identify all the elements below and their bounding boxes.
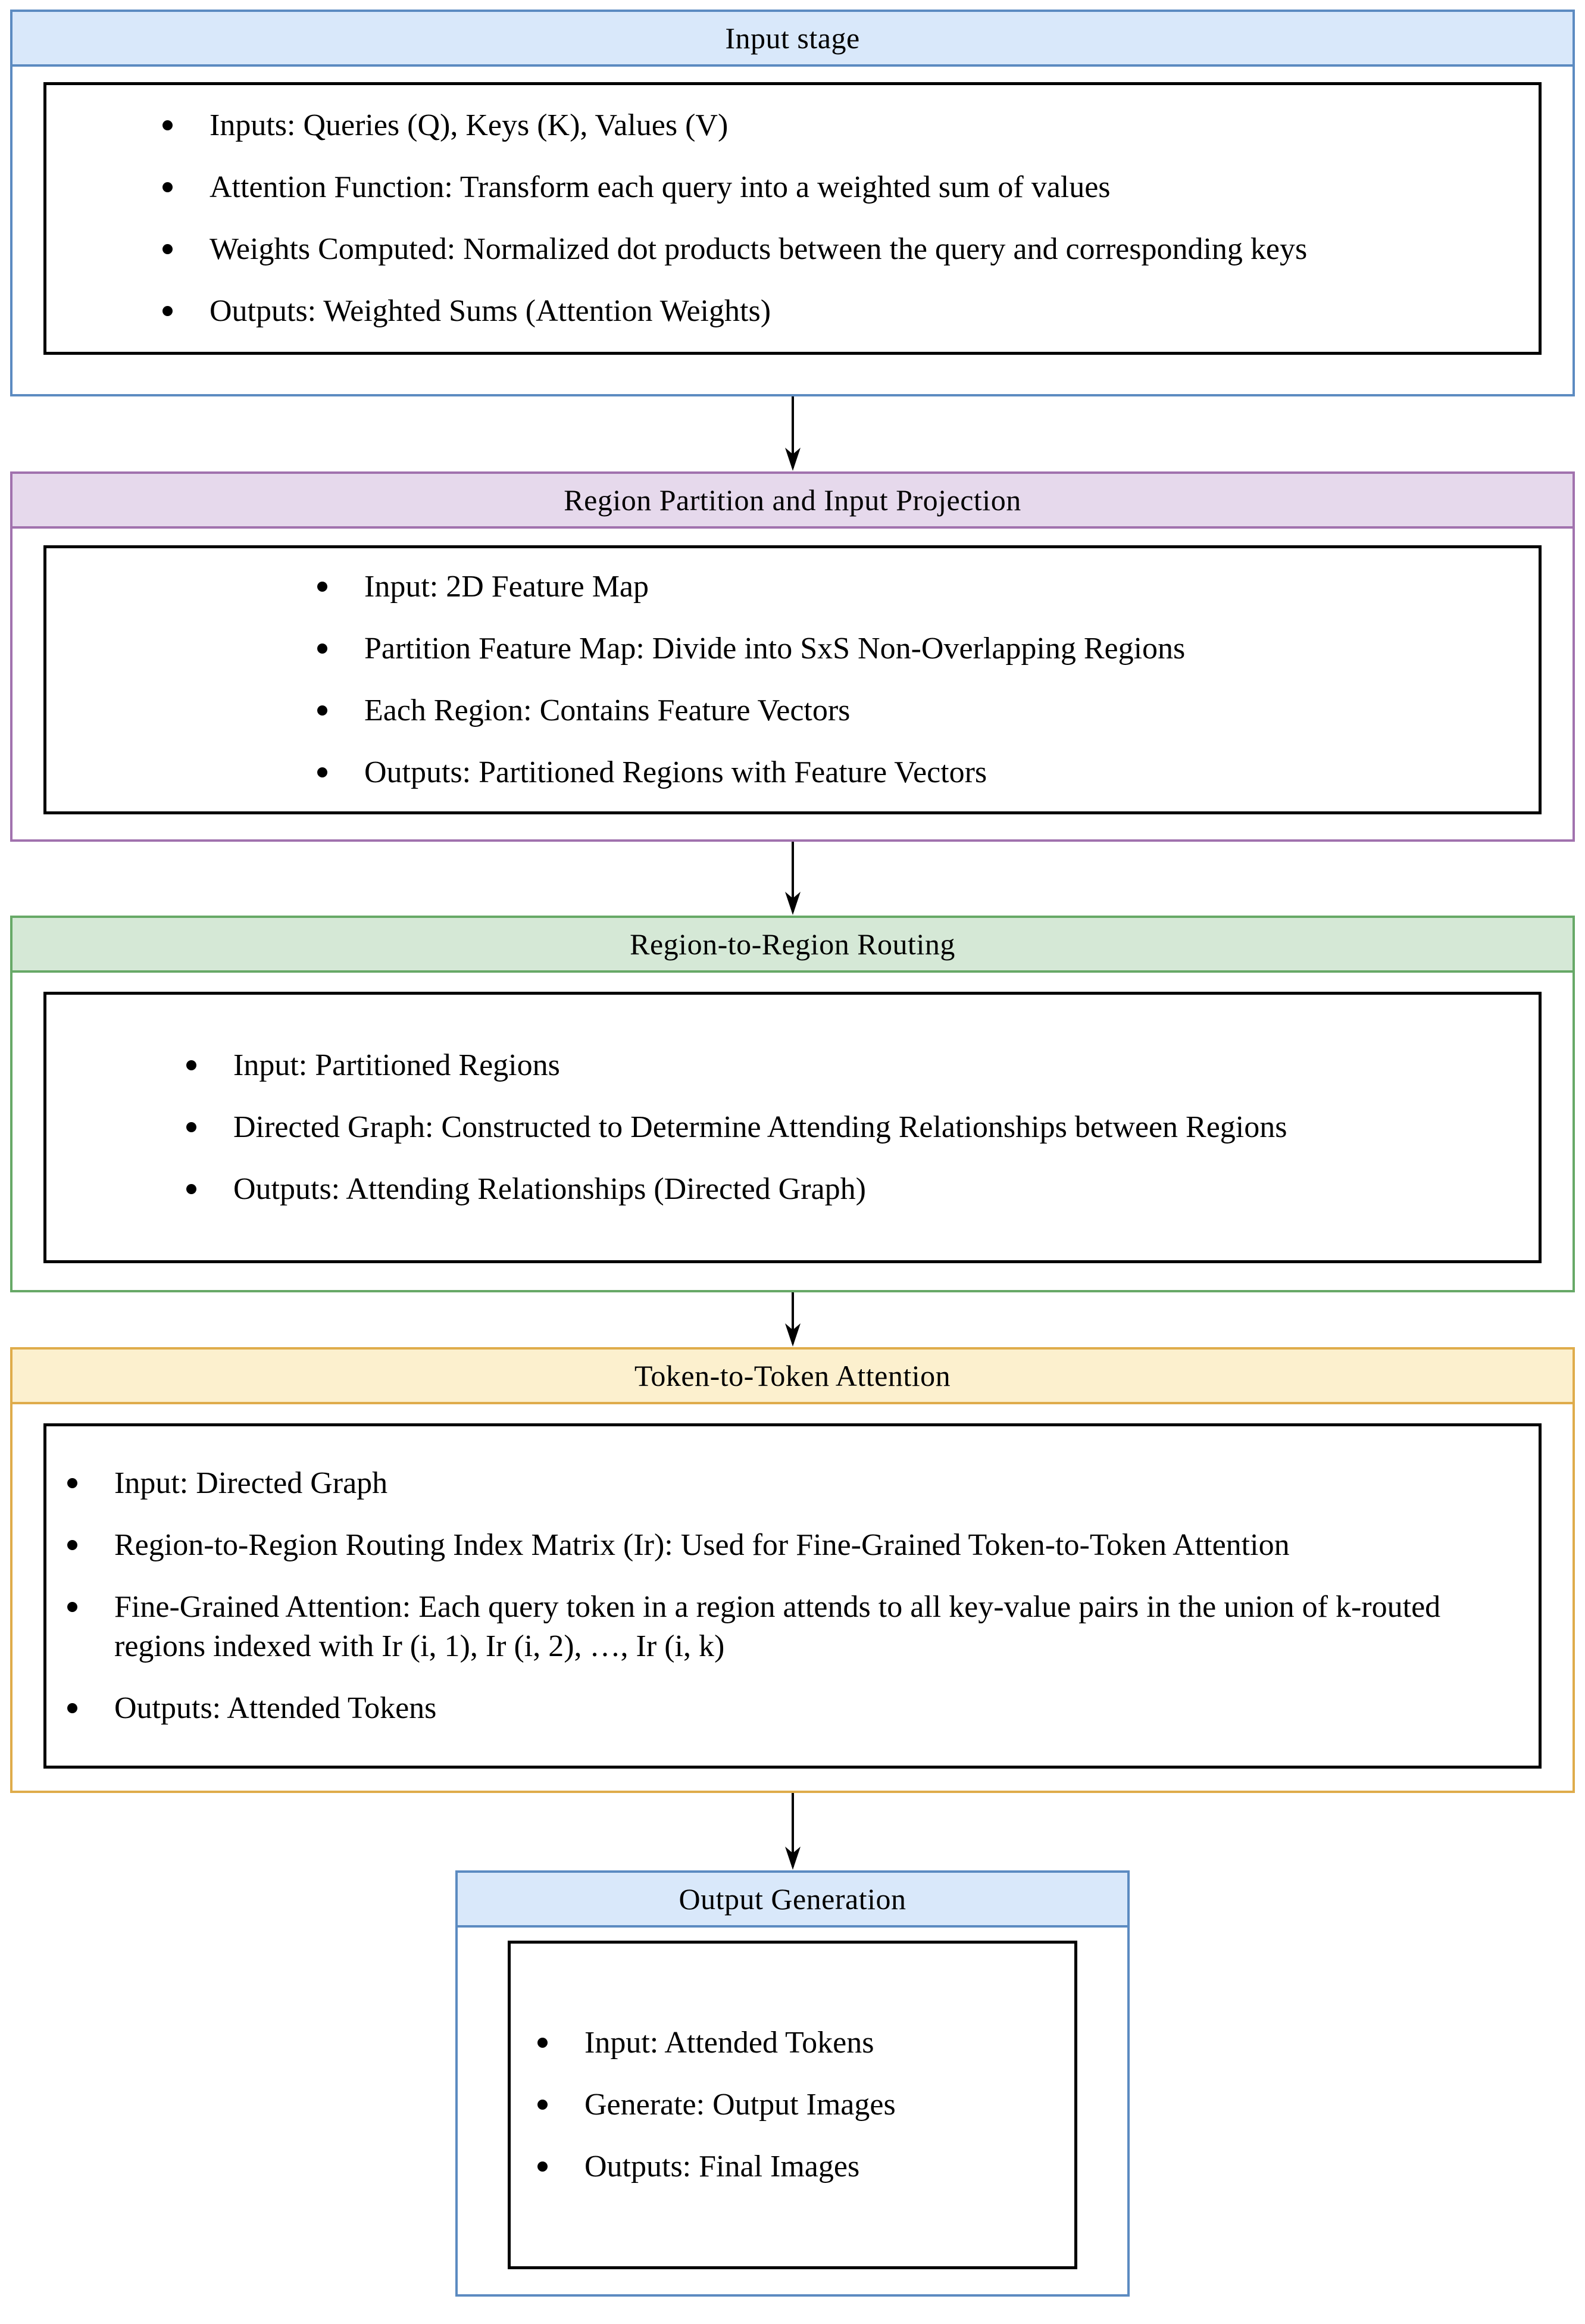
bullet-text: Directed Graph: Constructed to Determine… — [233, 1110, 1287, 1144]
stage-inner-box: Input: Directed Graph Region-to-Region R… — [43, 1423, 1542, 1769]
bullet-text: Inputs: Queries (Q), Keys (K), Values (V… — [210, 108, 729, 142]
bullet-text: Input: Partitioned Regions — [233, 1048, 560, 1082]
bullet-item: Partition Feature Map: Divide into SxS N… — [317, 629, 1503, 669]
bullet-dot-icon — [67, 1540, 77, 1550]
bullet-text: Region-to-Region Routing Index Matrix (I… — [114, 1528, 1290, 1562]
bullet-item: Directed Graph: Constructed to Determine… — [186, 1108, 1503, 1147]
bullet-item: Outputs: Attending Relationships (Direct… — [186, 1170, 1503, 1209]
bullet-item: Generate: Output Images — [537, 2085, 1056, 2125]
bullet-text: Outputs: Attended Tokens — [114, 1691, 437, 1725]
stage-header: Token-to-Token Attention — [12, 1350, 1573, 1404]
stage-inner-box: Input: 2D Feature Map Partition Feature … — [43, 545, 1542, 814]
stage-region-routing: Region-to-Region Routing Input: Partitio… — [10, 916, 1575, 1292]
bullet-item: Input: Partitioned Regions — [186, 1046, 1503, 1085]
bullet-text: Outputs: Weighted Sums (Attention Weight… — [210, 294, 771, 328]
bullet-item: Outputs: Attended Tokens — [67, 1689, 1506, 1728]
arrow-down-icon — [784, 842, 801, 915]
bullet-dot-icon — [537, 2161, 548, 2172]
flow-arrow — [0, 396, 1585, 471]
stage-title: Region Partition and Input Projection — [564, 483, 1021, 517]
stage-header: Region Partition and Input Projection — [12, 474, 1573, 529]
bullet-text: Input: 2D Feature Map — [364, 570, 649, 604]
bullet-item: Input: 2D Feature Map — [317, 567, 1503, 607]
bullet-dot-icon — [317, 705, 327, 716]
bullet-item: Each Region: Contains Feature Vectors — [317, 691, 1503, 730]
bullet-text: Input: Directed Graph — [114, 1466, 388, 1500]
bullet-text: Outputs: Attending Relationships (Direct… — [233, 1172, 866, 1206]
bullet-item: Outputs: Weighted Sums (Attention Weight… — [162, 292, 1503, 331]
stage-inner-box: Input: Attended Tokens Generate: Output … — [508, 1941, 1077, 2269]
bullet-dot-icon — [317, 767, 327, 777]
bullet-dot-icon — [162, 120, 173, 130]
bullet-list: Inputs: Queries (Q), Keys (K), Values (V… — [46, 106, 1539, 331]
bullet-dot-icon — [67, 1478, 77, 1488]
bullet-text: Weights Computed: Normalized dot product… — [210, 232, 1308, 266]
bullet-item: Fine-Grained Attention: Each query token… — [67, 1588, 1506, 1666]
bullet-dot-icon — [162, 182, 173, 192]
bullet-list: Input: Directed Graph Region-to-Region R… — [46, 1464, 1539, 1728]
stage-inner-box: Inputs: Queries (Q), Keys (K), Values (V… — [43, 82, 1542, 355]
bullet-text: Outputs: Final Images — [584, 2150, 860, 2184]
arrow-down-icon — [784, 1793, 801, 1870]
bullet-text: Outputs: Partitioned Regions with Featur… — [364, 755, 987, 789]
stage-title: Token-to-Token Attention — [634, 1359, 951, 1392]
bullet-item: Region-to-Region Routing Index Matrix (I… — [67, 1526, 1506, 1565]
stage-token-attention: Token-to-Token Attention Input: Directed… — [10, 1347, 1575, 1793]
stage-header: Output Generation — [458, 1873, 1127, 1928]
bullet-dot-icon — [186, 1122, 196, 1132]
stage-body: Inputs: Queries (Q), Keys (K), Values (V… — [12, 67, 1573, 394]
bullet-item: Outputs: Partitioned Regions with Featur… — [317, 753, 1503, 792]
bullet-item: Inputs: Queries (Q), Keys (K), Values (V… — [162, 106, 1503, 145]
bullet-dot-icon — [317, 582, 327, 592]
bullet-dot-icon — [162, 306, 173, 316]
bullet-dot-icon — [162, 244, 173, 254]
bullet-dot-icon — [317, 644, 327, 654]
stage-title: Input stage — [725, 21, 860, 55]
bullet-dot-icon — [186, 1060, 196, 1070]
bullet-dot-icon — [67, 1703, 77, 1713]
stage-output-generation: Output Generation Input: Attended Tokens… — [455, 1870, 1130, 2297]
stage-input: Input stage Inputs: Queries (Q), Keys (K… — [10, 10, 1575, 396]
stage-header: Input stage — [12, 12, 1573, 67]
stage-title: Region-to-Region Routing — [630, 927, 955, 961]
bullet-list: Input: 2D Feature Map Partition Feature … — [46, 567, 1539, 792]
bullet-item: Attention Function: Transform each query… — [162, 168, 1503, 207]
stage-title: Output Generation — [679, 1882, 906, 1916]
flow-arrow — [0, 1793, 1585, 1870]
bullet-item: Input: Directed Graph — [67, 1464, 1506, 1503]
bullet-dot-icon — [67, 1602, 77, 1612]
arrow-down-icon — [784, 396, 801, 471]
bullet-dot-icon — [537, 2038, 548, 2048]
bullet-text: Input: Attended Tokens — [584, 2026, 874, 2060]
bullet-item: Input: Attended Tokens — [537, 2023, 1056, 2063]
bullet-dot-icon — [537, 2100, 548, 2110]
bullet-text: Attention Function: Transform each query… — [210, 170, 1111, 204]
stage-header: Region-to-Region Routing — [12, 918, 1573, 973]
stage-region-partition: Region Partition and Input Projection In… — [10, 471, 1575, 842]
stage-body: Input: Directed Graph Region-to-Region R… — [12, 1404, 1573, 1791]
flow-arrow — [0, 842, 1585, 916]
flow-arrow — [0, 1292, 1585, 1347]
stage-body: Input: Attended Tokens Generate: Output … — [458, 1928, 1127, 2294]
stage-inner-box: Input: Partitioned Regions Directed Grap… — [43, 992, 1542, 1263]
bullet-text: Partition Feature Map: Divide into SxS N… — [364, 632, 1186, 666]
bullet-text: Generate: Output Images — [584, 2088, 896, 2122]
arrow-down-icon — [784, 1292, 801, 1347]
bullet-dot-icon — [186, 1184, 196, 1194]
stage-body: Input: Partitioned Regions Directed Grap… — [12, 973, 1573, 1290]
bullet-list: Input: Attended Tokens Generate: Output … — [511, 2023, 1074, 2186]
bullet-item: Outputs: Final Images — [537, 2147, 1056, 2186]
bullet-text: Fine-Grained Attention: Each query token… — [114, 1590, 1441, 1663]
bullet-list: Input: Partitioned Regions Directed Grap… — [46, 1046, 1539, 1209]
bullet-item: Weights Computed: Normalized dot product… — [162, 230, 1503, 269]
stage-body: Input: 2D Feature Map Partition Feature … — [12, 529, 1573, 839]
bullet-text: Each Region: Contains Feature Vectors — [364, 694, 851, 727]
